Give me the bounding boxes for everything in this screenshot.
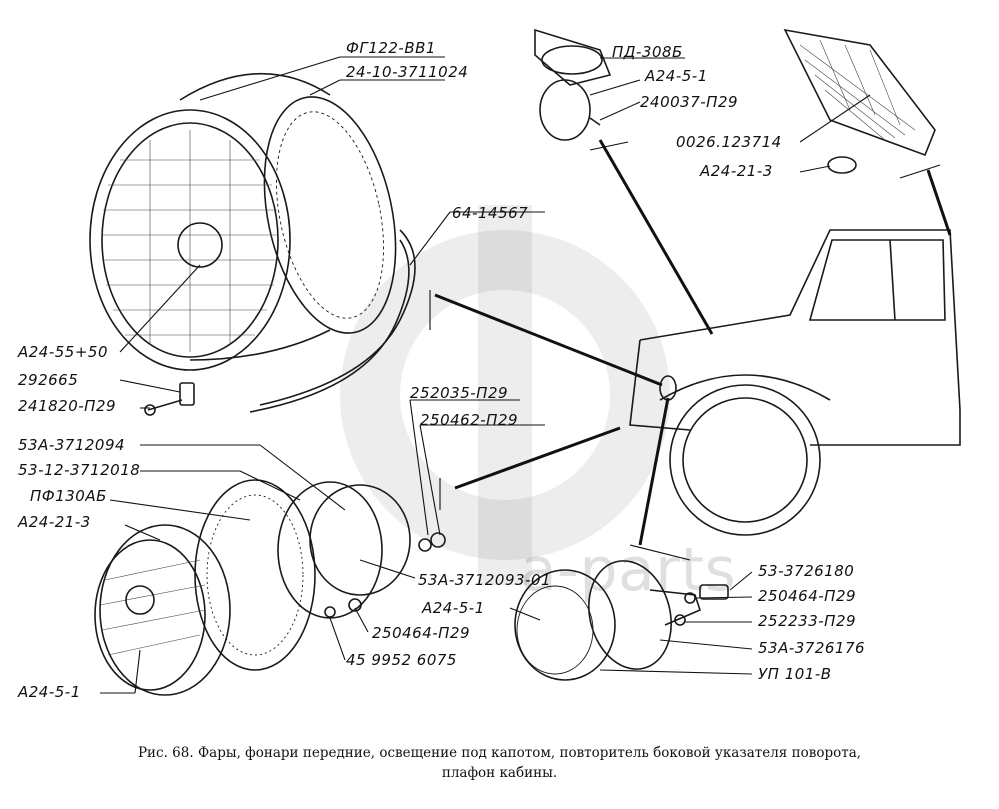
label-a24-21-3-top: А24-21-3: [699, 162, 773, 180]
leader-lines: [100, 56, 952, 694]
label-clamp: 64-14567: [452, 204, 528, 222]
truck-cab: [629, 229, 961, 536]
figure-caption-line2: плафон кабины.: [441, 765, 558, 781]
label-pd308: ПД-308Б: [612, 43, 683, 61]
label-53a-3712094: 53А-3712094: [18, 436, 125, 454]
label-washer1: 250462-П29: [420, 411, 518, 429]
label-up101: УП 101-В: [758, 665, 832, 683]
cabin-plafon: [783, 28, 936, 174]
label-53-12: 53-12-3712018: [18, 461, 140, 479]
label-lamp-main: А24-55+50: [17, 343, 108, 361]
underhood-lamp: [534, 28, 612, 141]
label-a24-5-1-top: А24-5-1: [644, 67, 708, 85]
label-code-45: 45 9952 6075: [346, 651, 457, 669]
label-plafon: 0026.123714: [676, 133, 782, 151]
label-a24-5-1-left: А24-5-1: [17, 683, 81, 701]
label-nut1: 252035-П29: [410, 384, 508, 402]
part-labels: ФГ122-ВВ1 24-10-3711024 ПД-308Б А24-5-1 …: [17, 39, 865, 701]
label-a24-5-1-mid: А24-5-1: [421, 599, 485, 617]
label-a24-21-3-left: А24-21-3: [17, 513, 91, 531]
side-repeater: [514, 560, 729, 681]
label-screw-top: 240037-П29: [640, 93, 738, 111]
headlamp-assembly: [89, 72, 416, 413]
clip-part: [144, 382, 195, 416]
label-53-3726180: 53-3726180: [758, 562, 854, 580]
watermark-text: a-parts: [520, 535, 736, 605]
label-53a-3726176: 53А-3726176: [758, 639, 865, 657]
label-53a-3712093: 53А-3712093-01: [418, 571, 551, 589]
label-fg122: ФГ122-ВВ1: [346, 39, 436, 57]
label-screw-clip: 241820-П29: [18, 397, 116, 415]
label-pf130: ПФ130АБ: [30, 487, 107, 505]
front-lamp-assembly: [94, 479, 446, 696]
label-washer-bot: 250464-П29: [372, 624, 470, 642]
label-252233: 252233-П29: [758, 612, 856, 630]
label-rim: 24-10-3711024: [346, 63, 468, 81]
figure-caption-line1: Рис. 68. Фары, фонари передние, освещени…: [137, 745, 862, 761]
label-250464-rep: 250464-П29: [758, 587, 856, 605]
label-clip: 292665: [18, 371, 78, 389]
